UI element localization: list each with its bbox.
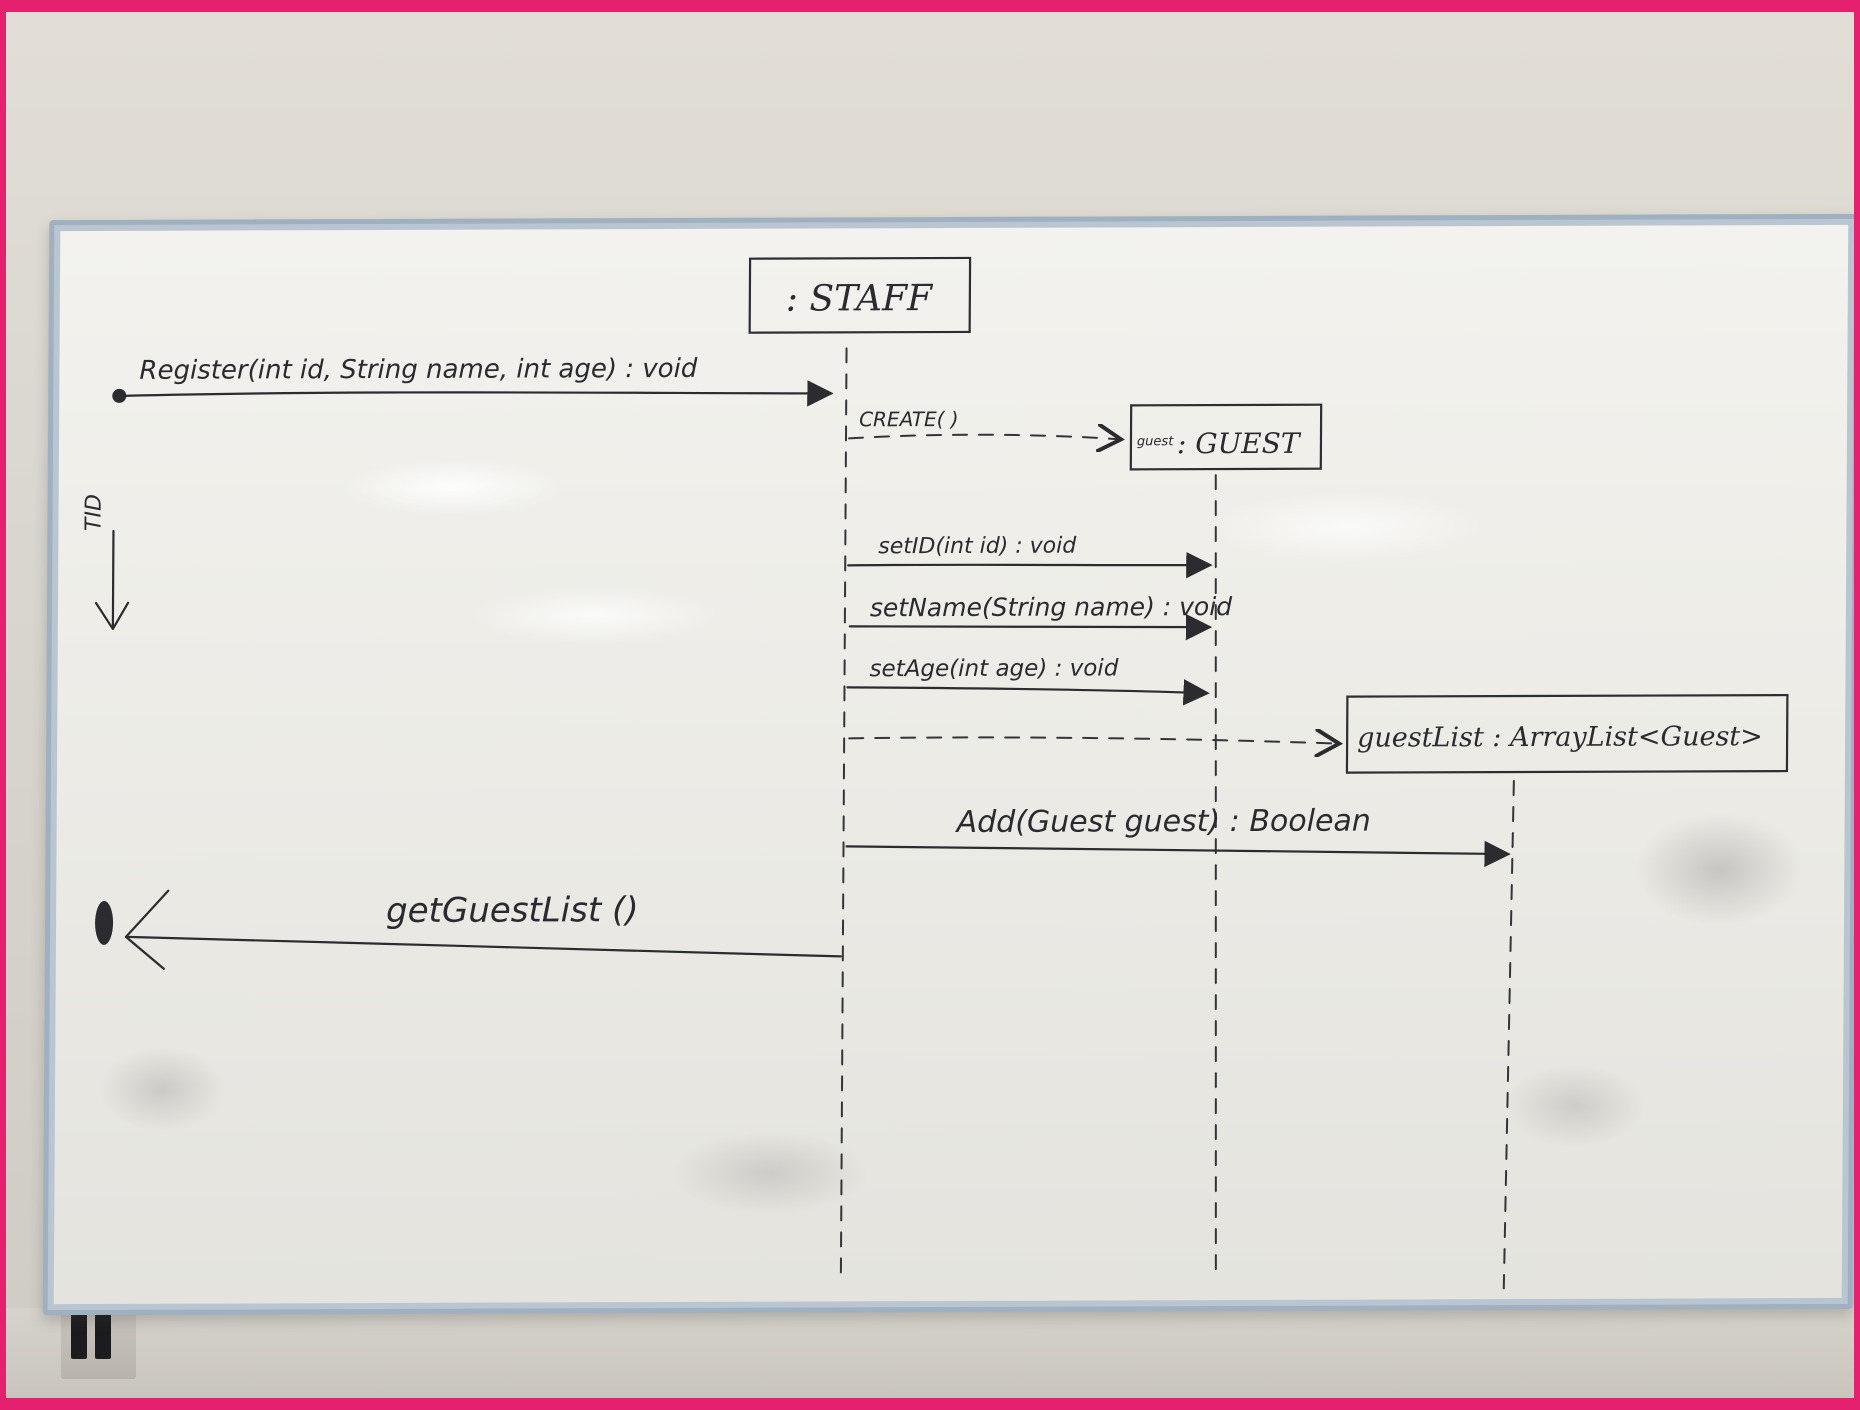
- whiteboard-surface: : STAFF guest : GUEST guestList : ArrayL…: [53, 224, 1849, 1305]
- message-set-age: setAge(int age) : void: [846, 655, 1210, 706]
- guest-prefix-label: guest: [1137, 434, 1174, 449]
- found-message-dot: [112, 388, 127, 403]
- staff-box: [748, 256, 972, 334]
- get-guest-list-label: getGuestList (): [386, 890, 639, 931]
- add-arrow: [845, 840, 1511, 868]
- staff-lifeline: [839, 347, 848, 1280]
- staff-object-label: : STAFF: [786, 278, 934, 320]
- time-arrowhead: [94, 601, 130, 631]
- lifeline-head-arraylist: guestList : ArrayList<Guest>: [1345, 693, 1789, 774]
- guest-box: [1129, 403, 1323, 471]
- time-label: TID: [81, 494, 106, 531]
- register-arrow: [120, 380, 834, 407]
- get-guest-list-arrowhead: [124, 889, 170, 970]
- set-age-arrow: [846, 679, 1210, 706]
- lifeline-head-guest: guest : GUEST: [1129, 403, 1323, 471]
- lost-message-dot: [95, 900, 114, 945]
- message-add: Add(Guest guest) : Boolean: [845, 804, 1511, 868]
- arraylist-box: [1345, 693, 1789, 774]
- arraylist-lifeline: [1502, 780, 1515, 1291]
- message-get-guest-list: getGuestList (): [95, 889, 842, 970]
- guest-object-label: : GUEST: [1177, 427, 1302, 460]
- register-label: Register(int id, String name, int age) :…: [139, 354, 698, 386]
- time-axis: TID: [81, 494, 130, 631]
- set-id-arrow: [847, 551, 1213, 579]
- message-create-arraylist: [848, 736, 1339, 745]
- set-name-label: setName(String name) : void: [870, 592, 1232, 622]
- guest-lifeline: [1214, 474, 1217, 1279]
- whiteboard-photo: : STAFF guest : GUEST guestList : ArrayL…: [6, 12, 1854, 1398]
- message-create: CREATE( ): [847, 407, 1121, 440]
- whiteboard-frame: : STAFF guest : GUEST guestList : ArrayL…: [42, 213, 1854, 1316]
- wall-ledge: [6, 1308, 1854, 1398]
- set-id-label: setID(int id) : void: [878, 534, 1077, 560]
- lifeline-head-staff: : STAFF: [748, 256, 972, 334]
- add-label: Add(Guest guest) : Boolean: [955, 804, 1371, 840]
- create-arrow: [847, 434, 1121, 440]
- set-name-arrow: [848, 613, 1213, 641]
- set-age-label: setAge(int age) : void: [870, 655, 1119, 682]
- get-guest-list-line: [124, 935, 842, 958]
- message-set-name: setName(String name) : void: [848, 592, 1232, 641]
- message-set-id: setID(int id) : void: [847, 534, 1213, 579]
- time-arrow-line: [111, 529, 115, 628]
- message-register: Register(int id, String name, int age) :…: [112, 354, 834, 407]
- arraylist-object-label: guestList : ArrayList<Guest>: [1357, 721, 1763, 753]
- create-arraylist-arrow: [848, 736, 1339, 745]
- create-label: CREATE( ): [859, 407, 959, 431]
- sequence-diagram: : STAFF guest : GUEST guestList : ArrayL…: [81, 256, 1789, 1291]
